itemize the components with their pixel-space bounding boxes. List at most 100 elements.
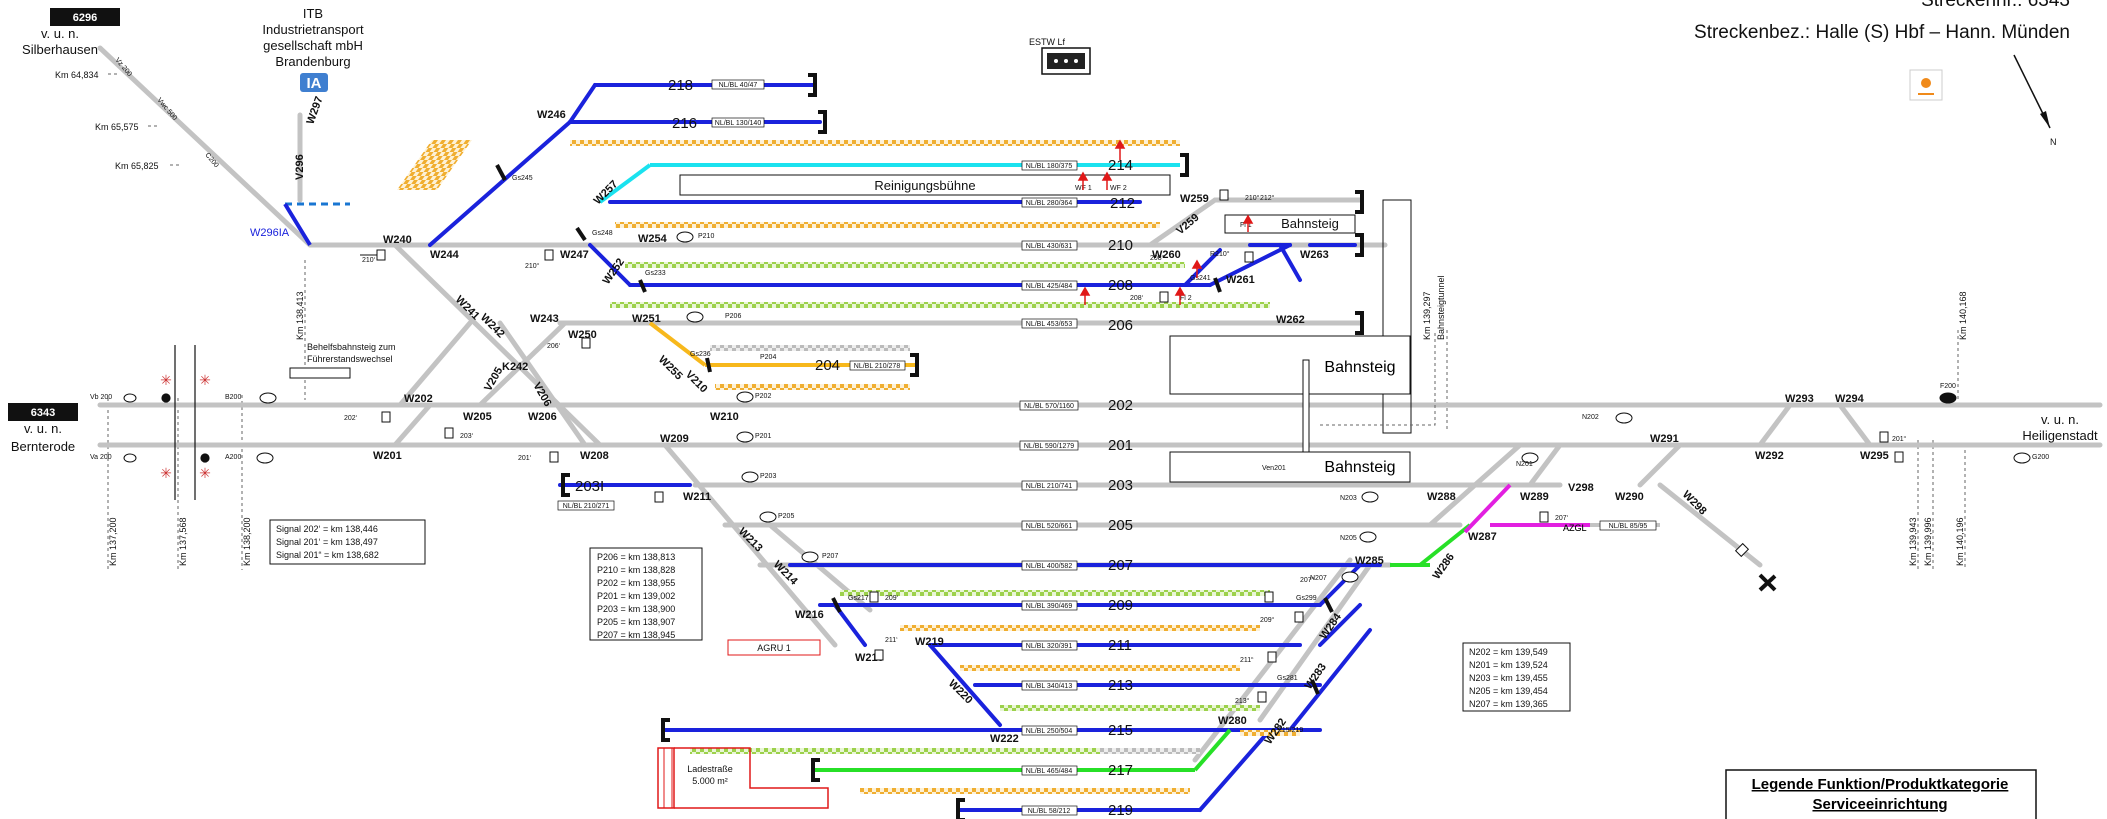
svg-text:W216: W216 (795, 609, 824, 621)
svg-text:W294: W294 (1835, 393, 1865, 405)
svg-text:NL/BL 130/140: NL/BL 130/140 (715, 120, 762, 127)
svg-text:208“: 208“ (1150, 255, 1165, 262)
svg-text:Km 138,413: Km 138,413 (295, 291, 305, 340)
svg-text:W240: W240 (383, 234, 412, 246)
itb-line-4: Brandenburg (275, 54, 350, 69)
km-post-labels: Km 137,200 Km 137,568 Km 138,200 Km 138,… (55, 70, 1968, 566)
line-6343-code: 6343 (31, 407, 55, 419)
track-286-green (1418, 523, 1472, 567)
svg-text:✳: ✳ (160, 465, 172, 481)
hatched-areas (396, 140, 1300, 794)
svg-text:A200: A200 (225, 454, 241, 461)
svg-text:212: 212 (1110, 195, 1135, 212)
svg-text:AZGL: AZGL (1563, 523, 1587, 533)
svg-text:AGRU 1: AGRU 1 (757, 643, 791, 653)
svg-text:W293: W293 (1785, 393, 1814, 405)
svg-text:V296: V296 (294, 154, 306, 180)
svg-text:NL/BL 425/484: NL/BL 425/484 (1026, 283, 1073, 290)
level-crossing: ✳ ✳ ✳ ✳ (160, 345, 211, 500)
svg-text:203: 203 (1108, 477, 1133, 494)
svg-text:NL/BL 85/95: NL/BL 85/95 (1609, 523, 1648, 530)
route-number-label: Streckennr.: 6343 (1921, 0, 2070, 11)
svg-text:W202: W202 (404, 393, 433, 405)
svg-text:Signal 201“ = km 138,682: Signal 201“ = km 138,682 (276, 550, 379, 560)
svg-text:NL/BL 210/271: NL/BL 210/271 (563, 503, 610, 510)
svg-text:Gs299: Gs299 (1296, 595, 1317, 602)
svg-text:W219: W219 (915, 636, 944, 648)
svg-text:W206: W206 (528, 411, 557, 423)
svg-text:W290: W290 (1615, 491, 1644, 503)
svg-text:219: 219 (1108, 802, 1133, 819)
svg-text:NL/BL 58/212: NL/BL 58/212 (1028, 808, 1071, 815)
svg-text:W243: W243 (530, 313, 559, 325)
svg-text:5.000 m²: 5.000 m² (692, 776, 728, 786)
n-km-box: N202 = km 139,549 N201 = km 139,524 N203… (1462, 642, 1571, 712)
svg-text:P203 = km 138,900: P203 = km 138,900 (597, 604, 675, 614)
svg-text:N203: N203 (1340, 495, 1357, 502)
svg-text:209‘: 209‘ (885, 595, 899, 602)
svg-text:215: 215 (1108, 722, 1133, 739)
line-6296-code: 6296 (73, 12, 97, 24)
svg-text:Signal 202‘ = km 138,446: Signal 202‘ = km 138,446 (276, 524, 378, 534)
svg-text:W263: W263 (1300, 249, 1329, 261)
svg-text:209“: 209“ (1260, 617, 1275, 624)
svg-text:215/219: 215/219 (1278, 727, 1303, 734)
estw-label: ESTW Lf (1029, 37, 1066, 47)
svg-text:209: 209 (1108, 597, 1133, 614)
svg-text:W244: W244 (430, 249, 460, 261)
itb-badge: IA (307, 75, 322, 92)
svg-text:Ven201: Ven201 (1262, 465, 1286, 472)
svg-text:213: 213 (1108, 677, 1133, 694)
ladestrasse: Ladestraße 5.000 m² (657, 747, 829, 809)
svg-text:V210: V210 (683, 369, 710, 396)
track-287-magenta (1463, 483, 1512, 534)
svg-text:W280: W280 (1218, 715, 1247, 727)
svg-text:Km 65,575: Km 65,575 (95, 122, 139, 132)
svg-text:Führerstandswechsel: Führerstandswechsel (307, 354, 393, 364)
svg-text:208: 208 (1108, 277, 1133, 294)
w296ia-label: W296IA (250, 227, 290, 239)
svg-text:NL/BL 210/741: NL/BL 210/741 (1026, 483, 1073, 490)
svg-text:P201 = km 139,002: P201 = km 139,002 (597, 591, 675, 601)
svg-text:N207: N207 (1310, 575, 1327, 582)
svg-text:Fl 2: Fl 2 (1180, 295, 1192, 302)
svg-text:202‘: 202‘ (344, 415, 358, 422)
svg-text:NL/BL 453/653: NL/BL 453/653 (1026, 321, 1073, 328)
svg-text:NL/BL 180/375: NL/BL 180/375 (1026, 163, 1073, 170)
svg-text:Gs217: Gs217 (848, 595, 869, 602)
svg-text:Bahnsteig: Bahnsteig (1324, 359, 1395, 376)
tunnel-dashed (1320, 330, 1436, 426)
svg-text:W222: W222 (990, 733, 1019, 745)
platform-upper: Bahnsteig (1224, 199, 1412, 434)
svg-text:211‘: 211‘ (885, 637, 898, 644)
svg-text:Km 65,825: Km 65,825 (115, 161, 159, 171)
svg-text:202: 202 (1108, 397, 1133, 414)
svg-text:210“: 210“ (525, 263, 540, 270)
svg-text:Gs281: Gs281 (1277, 675, 1298, 682)
svg-text:✳: ✳ (199, 372, 211, 388)
svg-text:Gs245: Gs245 (512, 175, 533, 182)
svg-text:217: 217 (1108, 762, 1133, 779)
svg-text:W262: W262 (1276, 314, 1305, 326)
itb-block: ITB Industrietransport gesellschaft mbH … (262, 6, 364, 92)
svg-text:P203: P203 (760, 473, 776, 480)
svg-text:216: 216 (672, 115, 697, 132)
svg-text:Vwc 500: Vwc 500 (155, 97, 178, 122)
svg-text:W246: W246 (537, 109, 566, 121)
svg-text:K242: K242 (502, 361, 528, 373)
svg-text:P206: P206 (725, 313, 741, 320)
p-km-box: P206 = km 138,813 P210 = km 138,828 P202… (589, 547, 703, 641)
small-signal-labels: 210‘ 210“ 210° 208‘ 208“ 206‘ 202‘ 203‘ … (90, 57, 2049, 734)
svg-text:G200: G200 (2032, 454, 2049, 461)
track-296-blue (283, 202, 312, 247)
svg-text:NL/BL 570/1160: NL/BL 570/1160 (1024, 403, 1074, 410)
svg-text:N207 = km 139,365: N207 = km 139,365 (1469, 699, 1548, 709)
platform-middle: Bahnsteig (1169, 335, 1411, 476)
red-arrows (1077, 139, 1254, 305)
svg-text:Behelfsbahnsteig zum: Behelfsbahnsteig zum (307, 342, 396, 352)
legend-box: Legende Funktion/Produktkategorie Servic… (1725, 769, 2037, 819)
svg-text:W213: W213 (736, 526, 765, 555)
svg-text:Ladestraße: Ladestraße (687, 764, 733, 774)
reinigungsbuehne: Reinigungsbühne (679, 174, 1171, 196)
